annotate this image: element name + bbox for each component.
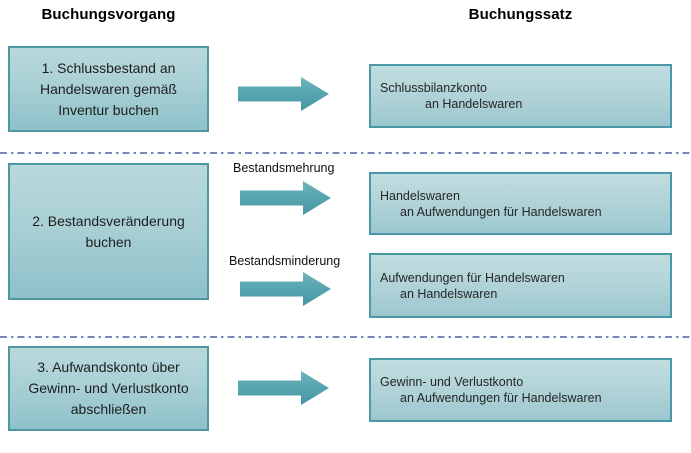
booking-credit-line: an Handelswaren [400,286,498,301]
step-box-3: 3. Aufwandskonto über Gewinn- und Verlus… [8,346,209,431]
section-separator [0,142,691,154]
booking-box-bestandsminderung: Aufwendungen für Handelswaren an Handels… [369,253,672,318]
step-box-1: 1. Schlussbestand an Handelswaren gemäß … [8,46,209,132]
column-title-buchungsvorgang: Buchungsvorgang [41,6,176,23]
step-box-2: 2. Bestandsveränderung buchen [8,163,209,300]
booking-credit-line: an Aufwendungen für Handelswaren [400,391,602,405]
booking-debit-line: Schlussbilanzkonto [380,81,488,95]
step-1-label: 1. Schlussbestand an Handelswaren gemäß … [40,59,177,118]
booking-box-schlussbilanzkonto: Schlussbilanzkonto an Handelswaren [369,64,672,128]
arrow-label-bestandsminderung: Bestandsminderung [229,254,341,268]
booking-box-guv: Gewinn- und Verlustkonto an Aufwendungen… [369,358,672,422]
arrow-label-bestandsmehrung: Bestandsmehrung [233,161,335,175]
step-2-label: 2. Bestandsveränderung buchen [32,212,185,250]
section-separator [0,326,691,338]
booking-credit-line: an Aufwendungen für Handelswaren [400,204,602,219]
booking-debit-line: Aufwendungen für Handelswaren [380,270,565,285]
booking-debit-line: Gewinn- und Verlustkonto [380,375,524,389]
arrow-right-icon [240,180,332,216]
arrow-right-icon [240,271,332,307]
arrow-right-icon [238,76,330,112]
step-3-label: 3. Aufwandskonto über Gewinn- und Verlus… [28,359,189,417]
booking-box-bestandsmehrung: Handelswaren an Aufwendungen für Handels… [369,172,672,235]
booking-credit-line: an Handelswaren [425,97,523,111]
booking-debit-line: Handelswaren [380,188,460,203]
arrow-right-icon [238,370,330,406]
column-title-buchungssatz: Buchungssatz [468,6,573,23]
